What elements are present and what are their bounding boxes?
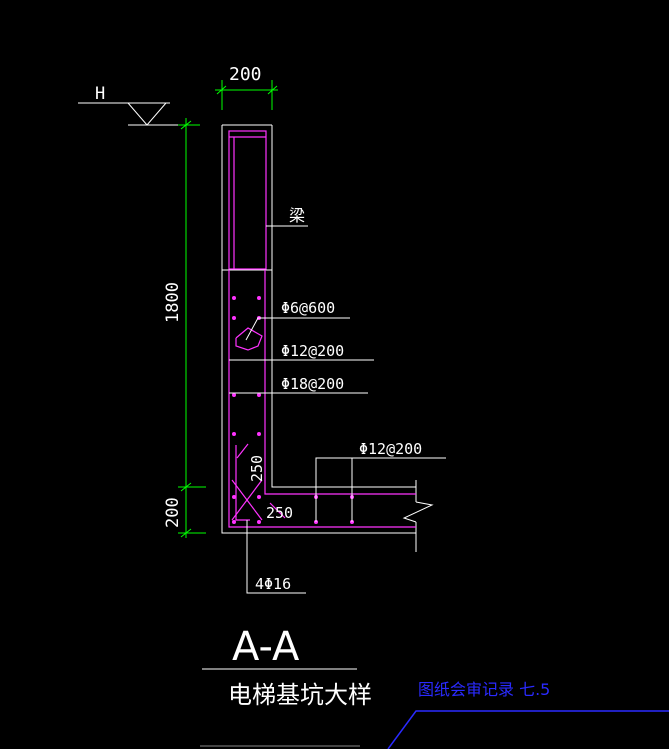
slab-bar-label: Φ12@200 — [359, 440, 422, 458]
level-label: H — [95, 84, 105, 104]
corner-bars-label: 4Φ16 — [255, 575, 291, 593]
height-dimension: 1800 200 — [163, 118, 206, 538]
wall-slab-rebar — [228, 270, 416, 528]
leader-lines — [229, 225, 446, 594]
level-mark: H — [78, 84, 190, 126]
width-dimension: 200 — [215, 64, 278, 110]
haunch-vertical-label: 250 — [248, 455, 266, 482]
slab-height-label: 200 — [163, 497, 183, 528]
haunch-horizontal-label: 250 — [266, 504, 293, 522]
review-stamp: 图纸会审记录 七.5 — [418, 680, 550, 699]
rebar-dots — [232, 296, 354, 524]
concrete-outline — [221, 124, 434, 552]
vertical-bar-label: Φ18@200 — [281, 375, 344, 393]
tie-bar-label: Φ6@600 — [281, 299, 335, 317]
stamp-frame — [387, 710, 669, 749]
section-title: A-A — [232, 624, 300, 670]
section-subtitle: 电梯基坑大样 — [228, 681, 372, 709]
wall-width-label: 200 — [229, 64, 262, 85]
beam-rebar — [228, 130, 267, 270]
beam-label: 梁 — [289, 206, 305, 225]
horizontal-bar-label: Φ12@200 — [281, 342, 344, 360]
main-height-label: 1800 — [163, 282, 183, 323]
